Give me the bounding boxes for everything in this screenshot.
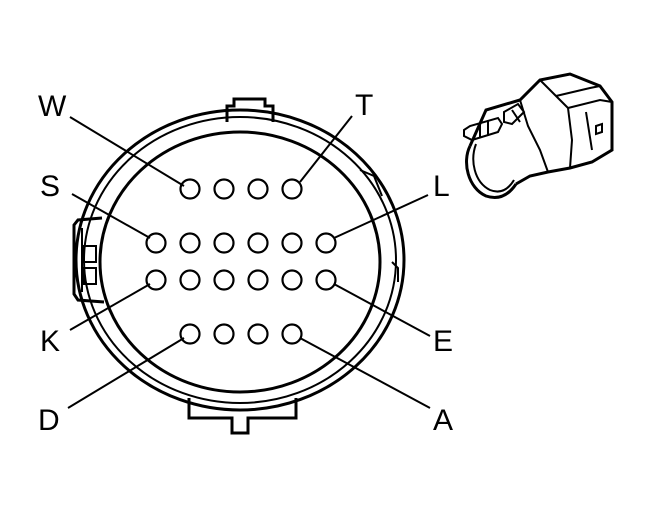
pin-cavity [179,232,201,254]
top-key-tab [225,97,275,122]
pin-cavity [213,178,235,200]
pin-cavity [179,178,201,200]
pin-cavity [213,323,235,345]
leader-e [333,283,431,337]
pin-cavity [315,269,337,291]
pin-cavity [213,232,235,254]
leader-l [333,194,429,239]
middle-ring [83,116,397,404]
pin-cavity [145,269,167,291]
label-d: D [38,404,60,437]
label-l: L [433,170,450,203]
label-w: W [38,90,67,123]
connector-body [74,108,406,412]
pin-cavity [281,232,303,254]
pin-cavity [281,178,303,200]
connector-side-view [463,72,614,199]
label-k: K [40,325,60,358]
pin-cavity [315,232,337,254]
inner-ring [98,130,382,394]
bottom-key-tab [187,398,298,435]
pin-cavity [213,269,235,291]
label-s: S [40,170,60,203]
pin-cavity [179,269,201,291]
label-t: T [355,89,373,122]
leader-t [299,115,353,183]
pin-cavity [179,323,201,345]
right-notches [359,169,399,282]
leader-d [67,337,185,409]
leader-k [69,283,151,331]
leader-lines [67,115,431,409]
pin-cavity [281,269,303,291]
pin-cavity [247,232,269,254]
leader-s [71,193,151,239]
pin-cavity [145,232,167,254]
leader-w [69,116,185,187]
outer-ring [74,108,406,412]
label-e: E [433,325,453,358]
pin-cavity [247,178,269,200]
pin-cavity [247,269,269,291]
pin-cavity [281,323,303,345]
label-a: A [433,404,453,437]
pin-cavity [247,323,269,345]
leader-a [299,337,431,409]
pin-cavities [145,178,337,345]
